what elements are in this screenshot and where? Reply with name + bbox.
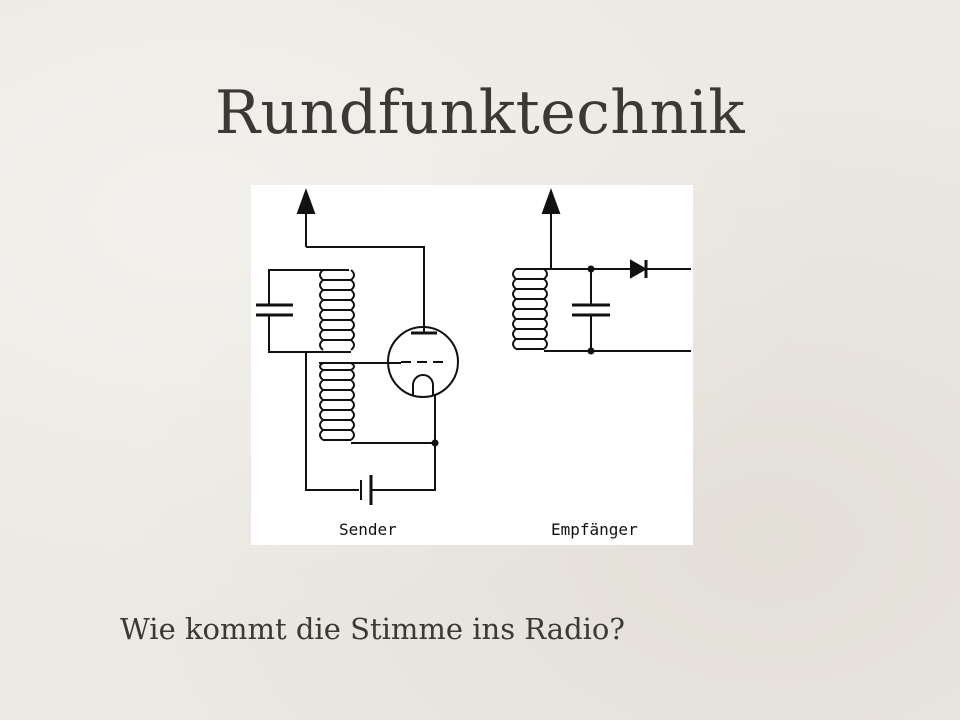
receiver-label: Empfänger: [551, 520, 638, 539]
vacuum-tube-icon: [387, 325, 459, 398]
slide-title: Rundfunktechnik: [214, 78, 746, 148]
receiver-antenna-icon: [541, 188, 561, 269]
diode-icon: [630, 259, 648, 279]
sender-antenna-icon: [296, 188, 316, 247]
sender-circuit: [256, 188, 459, 505]
sender-label: Sender: [339, 520, 397, 539]
battery-icon: [360, 475, 381, 505]
sender-feedback-coil-icon: [319, 362, 435, 444]
sender-upper-coil-icon: [306, 269, 355, 353]
circuit-diagram: Sender Empfänger: [251, 185, 693, 545]
slide-subtitle: Wie kommt die Stimme ins Radio?: [120, 612, 625, 646]
receiver-coil-icon: [512, 268, 591, 350]
receiver-circuit: [512, 188, 691, 355]
receiver-capacitor-icon: [572, 269, 610, 351]
